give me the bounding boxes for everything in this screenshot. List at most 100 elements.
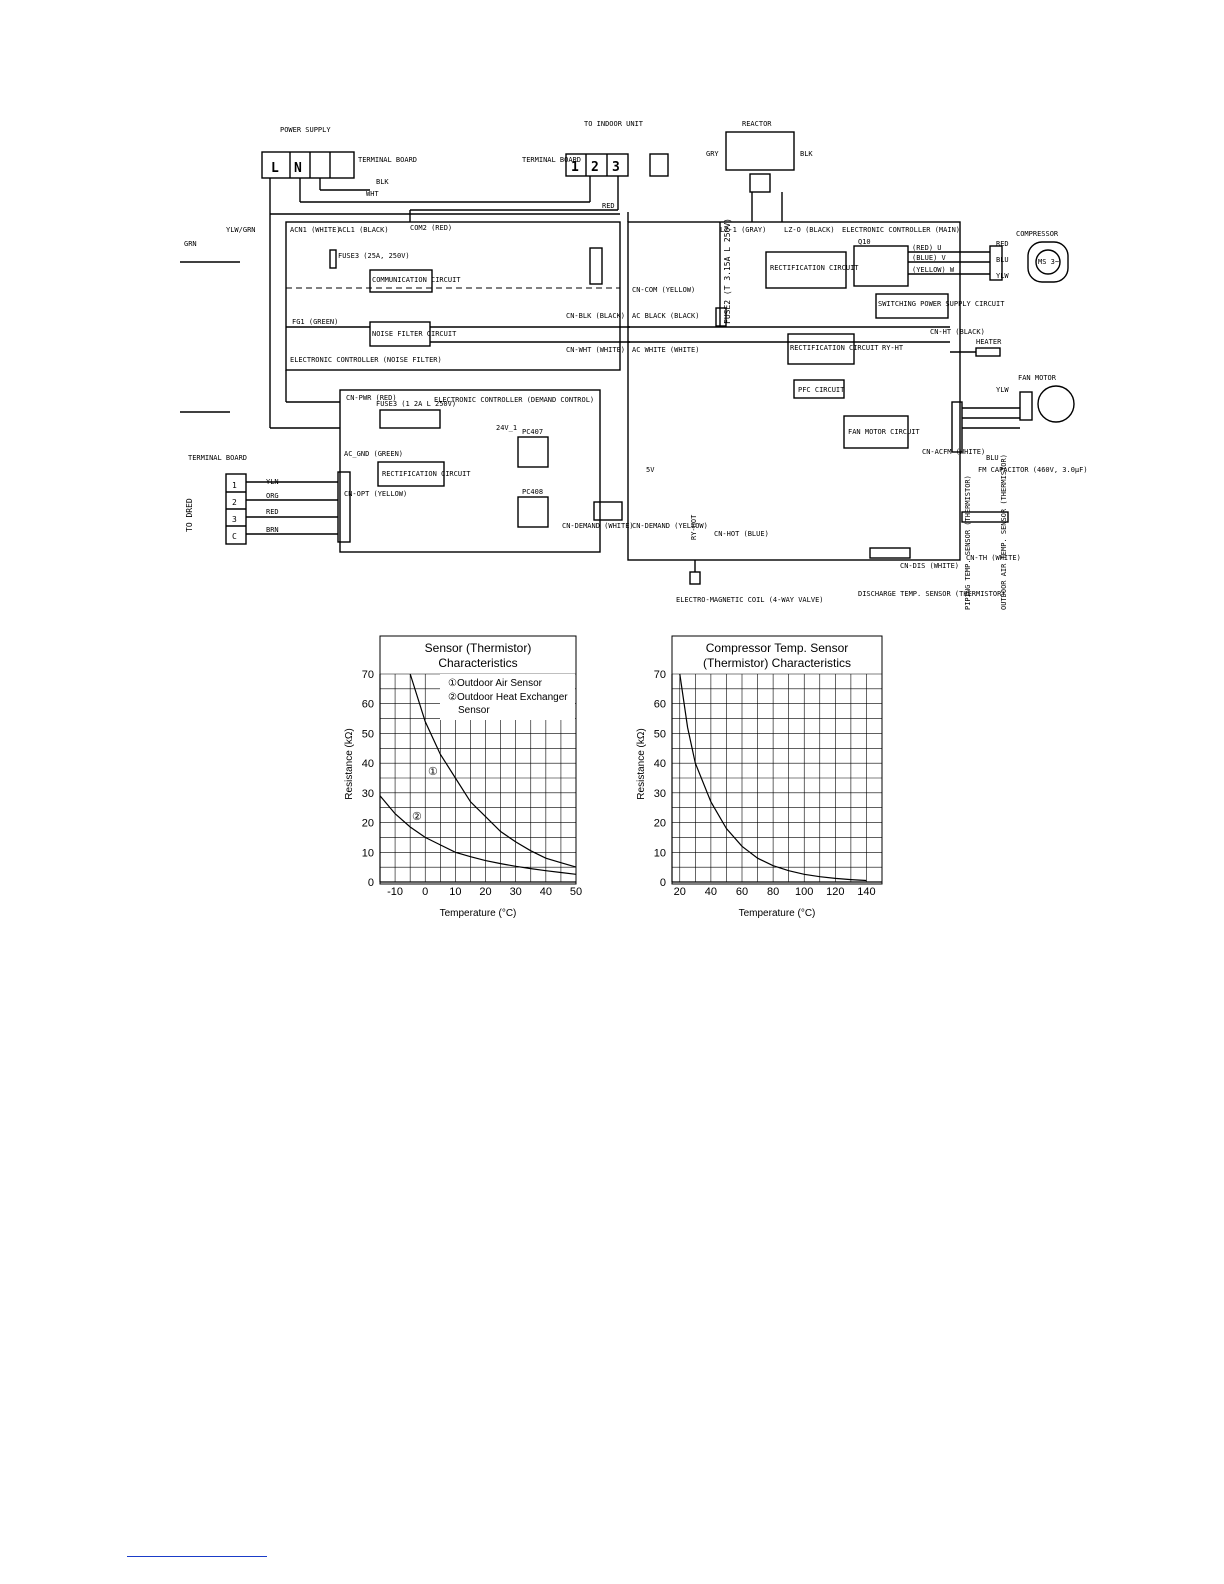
lz1-label: LZ-1 (GRAY) — [720, 226, 766, 234]
chart1-ytick: 60 — [362, 699, 374, 711]
pc408-label: PC408 — [522, 488, 543, 496]
cn-blk-label: CN-BLK (BLACK) — [566, 312, 625, 320]
fan-motor-circuit-label: FAN MOTOR CIRCUIT — [848, 428, 920, 436]
red-wire-label: RED — [602, 202, 615, 210]
outdoor-air-label: OUTDOOR AIR TEMP. SENSOR (THERMISTOR) — [1000, 454, 1008, 610]
cn-com-label: CN-COM (YELLOW) — [632, 286, 695, 294]
to-indoor-label: TO INDOOR UNIT — [584, 120, 644, 128]
chart2-series-1 — [679, 673, 867, 882]
chart2-xtick: 80 — [767, 886, 779, 898]
chart1-legend-2b: Sensor — [458, 705, 490, 716]
yellow-w-label: (YELLOW) W — [912, 266, 955, 274]
acl1-label: ACL1 (BLACK) — [338, 226, 389, 234]
comp-blu-label: BLU — [996, 256, 1009, 264]
lz0-label: LZ-O (BLACK) — [784, 226, 835, 234]
fg1-label: FG1 (GREEN) — [292, 318, 338, 326]
to-dred-label: TO DRED — [185, 498, 194, 532]
fan-ylw-label: YLW — [996, 386, 1009, 394]
chart1-xtick: 50 — [570, 886, 582, 898]
fuse3-main-label: FUSE3 (25A, 250V) — [338, 252, 410, 260]
reactor — [725, 131, 795, 171]
cn-dis-label: CN-DIS (WHITE) — [900, 562, 959, 570]
red-u-label: (RED) U — [912, 244, 942, 252]
comm-circuit-label: COMMUNICATION CIRCUIT — [372, 276, 461, 284]
brn-label: BRN — [266, 526, 279, 534]
chart2-xtick: 140 — [857, 886, 875, 898]
chart2-xlabel: Temperature (°C) — [739, 908, 816, 919]
terminal-board3-label: TERMINAL BOARD — [188, 454, 247, 462]
v24-label: 24V_1 — [496, 424, 517, 432]
chart2-xtick: 20 — [674, 886, 686, 898]
chart1-legend-bg — [440, 674, 575, 720]
chart2-ytick: 50 — [654, 728, 666, 740]
ac-gnd-label: AC_GND (GREEN) — [344, 450, 403, 458]
chart2-ytick: 40 — [654, 758, 666, 770]
pfc-circuit — [793, 379, 845, 399]
org-label: ORG — [266, 492, 279, 500]
chart1-xlabel: Temperature (°C) — [440, 908, 517, 919]
ec-main-label: ELECTRONIC CONTROLLER (MAIN) — [842, 226, 960, 234]
chart1-legend-2: ②Outdoor Heat Exchanger — [448, 692, 568, 703]
chart1-xtick: 0 — [422, 886, 428, 898]
v5-label: 5V — [646, 466, 655, 474]
rect3-label: RECTIFICATION CIRCUIT — [382, 470, 471, 478]
rect1-label: RECTIFICATION CIRCUIT — [770, 264, 859, 272]
cn-opt-label: CN-OPT (YELLOW) — [344, 490, 407, 498]
terminal-board-label: TERMINAL BOARD — [358, 156, 417, 164]
fm-cap-label: FM CAPACITOR (460V, 3.0μF) — [978, 466, 1088, 474]
main-controller-board — [627, 221, 961, 561]
wht-wire-label: WHT — [366, 190, 379, 198]
chart2-title-line1: Compressor Temp. Sensor — [706, 641, 849, 655]
compressor-symbol — [1027, 241, 1069, 283]
chart1-ytick: 10 — [362, 847, 374, 859]
dred-term-c: C — [232, 532, 237, 541]
pc407-label: PC407 — [522, 428, 543, 436]
fuse3-demand-label: FUSE3 (1 2A L 250V) — [376, 400, 456, 408]
ec-demand-label: ELECTRONIC CONTROLLER (DEMAND CONTROL) — [434, 396, 594, 404]
chart2-ytick: 60 — [654, 699, 666, 711]
demand-control-board — [339, 389, 601, 553]
red-label: RED — [266, 508, 279, 516]
chart1-ytick: 20 — [362, 818, 374, 830]
fuse2-label: FUSE2 (T 3.15A L 250V) — [723, 218, 732, 324]
dred-term-3: 3 — [232, 515, 237, 524]
indoor-terminal-board — [565, 153, 629, 177]
chart1-xtick: 10 — [449, 886, 461, 898]
chart2-title-line2: (Thermistor) Characteristics — [703, 656, 851, 670]
power-supply-label: POWER SUPPLY — [280, 126, 331, 134]
fan-blu-label: BLU — [986, 454, 999, 462]
footnote-rule — [127, 1556, 267, 1557]
blk-label: BLK — [800, 150, 813, 158]
rect2-label: RECTIFICATION CIRCUIT — [790, 344, 879, 352]
cn-wht-label: CN-WHT (WHITE) — [566, 346, 625, 354]
comp-red-label: RED — [996, 240, 1009, 248]
power-terminal-board — [261, 151, 355, 179]
communication-circuit — [369, 269, 433, 293]
fan-motor-label: FAN MOTOR — [1018, 374, 1057, 382]
chart1-ytick: 40 — [362, 758, 374, 770]
ms-label: MS 3~ — [1038, 258, 1059, 266]
chart2-xtick: 40 — [705, 886, 717, 898]
cn-demand1-label: CN-DEMAND (WHITE) — [562, 522, 634, 530]
tb-l: L — [271, 161, 279, 176]
yln-label: YLN — [266, 478, 279, 486]
chart1-series-2 — [379, 795, 577, 875]
rectification-circuit-1 — [765, 251, 847, 289]
chart1-ytick: 0 — [368, 877, 374, 889]
chart1-xtick: 40 — [540, 886, 552, 898]
switching-power-supply — [875, 293, 949, 319]
dred-term-2: 2 — [232, 498, 237, 507]
chart1-title-line1: Sensor (Thermistor) — [425, 641, 532, 655]
noise-filter-label: NOISE FILTER CIRCUIT — [372, 330, 457, 338]
chart2-frame — [671, 635, 883, 885]
wiring-schematic: POWER SUPPLY TERMINAL BOARD TERMINAL BOA… — [180, 120, 1088, 610]
cn-hot-label: CN-HOT (BLUE) — [714, 530, 769, 538]
cn-ht-label: CN-HT (BLACK) — [930, 328, 985, 336]
chart1-series-marker-2: ② — [412, 811, 422, 823]
q10-label: Q10 — [858, 238, 871, 246]
ac-white-label: AC WHITE (WHITE) — [632, 346, 699, 354]
fan-motor-circuit — [843, 415, 909, 449]
cn-pwr-label: CN-PWR (RED) — [346, 394, 397, 402]
rectification-circuit-2 — [787, 333, 855, 365]
